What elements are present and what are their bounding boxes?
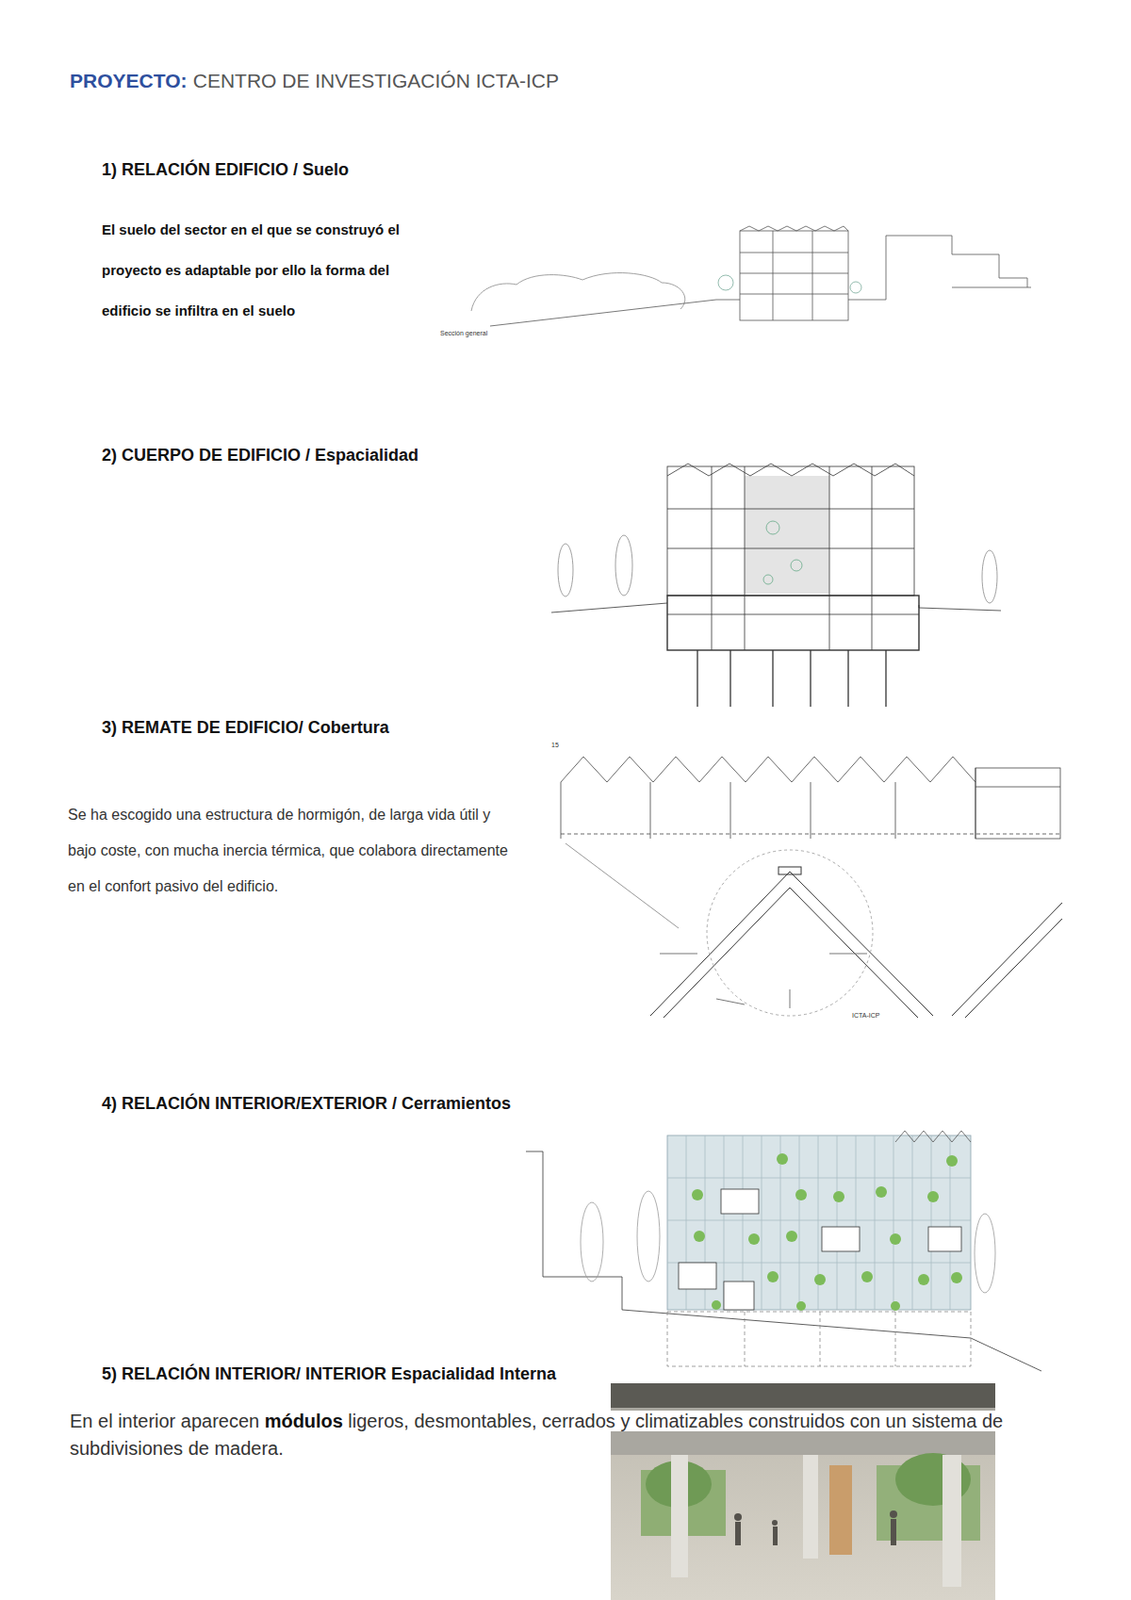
- section-heading: 1) RELACIÓN EDIFICIO / Suelo: [101, 160, 349, 181]
- dimension-number: 15: [550, 741, 560, 749]
- drawing-label: Sección general: [439, 329, 489, 337]
- page-header: PROYECTO: CENTRO DE INVESTIGACIÓN ICTA-IC…: [69, 69, 559, 93]
- paragraph: En el interior aparecenmódulosligeros, d…: [69, 1408, 1022, 1463]
- roof-section: [560, 756, 1061, 839]
- facade-elevation: [525, 1131, 1042, 1372]
- section-heading: 4) RELACIÓN INTERIOR/EXTERIOR / Cerramie…: [101, 1094, 511, 1115]
- section-heading: 3) REMATE DE EDIFICIO/ Cobertura: [101, 718, 390, 738]
- body-text: En el interior aparecen: [69, 1410, 260, 1432]
- section-heading: 5) RELACIÓN INTERIOR/ INTERIOR Espaciali…: [101, 1364, 557, 1385]
- section-heading: 2) CUERPO DE EDIFICIO / Espacialidad: [101, 445, 419, 466]
- building-section: [551, 463, 1001, 707]
- body-text: Se ha escogido una estructura de hormigó…: [67, 797, 511, 905]
- project-name: CENTRO DE INVESTIGACIÓN ICTA-ICP: [193, 69, 559, 92]
- roof-detail: [565, 843, 1063, 1018]
- bold-term: módulos: [264, 1410, 344, 1432]
- general-section: [471, 226, 1032, 327]
- drawing-label: ICTA-ICP: [851, 1012, 881, 1019]
- project-label: PROYECTO:: [69, 69, 187, 92]
- body-text: El suelo del sector en el que se constru…: [101, 209, 434, 331]
